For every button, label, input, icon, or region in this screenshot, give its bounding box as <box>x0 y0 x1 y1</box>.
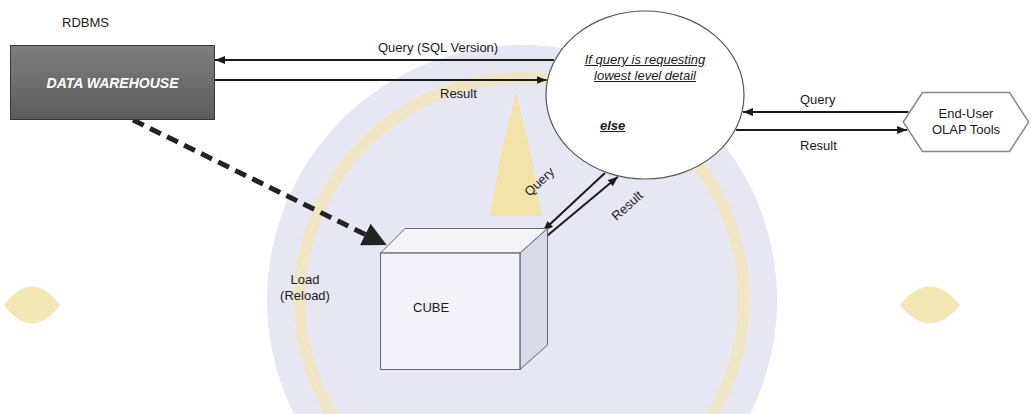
flow-arrow <box>546 177 618 237</box>
flow-arrow <box>215 59 554 61</box>
flow-label: Query <box>800 92 835 107</box>
tool-label: End-User OLAP Tools <box>926 106 1006 138</box>
flow-label: Result <box>800 138 837 153</box>
system-heading: RDBMS <box>10 14 215 32</box>
cube-label: CUBE <box>413 300 449 316</box>
cube-face <box>381 229 548 254</box>
flow-arrow <box>543 173 605 231</box>
label-holder: Result <box>440 86 477 102</box>
flow-label: Load (Reload) <box>268 272 342 304</box>
warehouse-box: DATA WAREHOUSE <box>10 45 215 120</box>
watermark-ornament <box>900 287 960 324</box>
else-text: else <box>600 118 625 134</box>
load-arrow <box>133 120 387 245</box>
box-label: DATA WAREHOUSE <box>47 75 179 91</box>
ellipse-outline <box>546 11 744 179</box>
label-holder: Load (Reload) <box>268 272 342 304</box>
decision-ellipse: If query is requesting lowest level deta… <box>545 10 745 180</box>
ellipse-outline <box>545 10 745 180</box>
watermark-spire <box>490 92 542 216</box>
cube-face <box>520 229 548 370</box>
warehouse-node: RDBMS DATA WAREHOUSE <box>10 14 215 120</box>
condition-text: If query is requesting lowest level deta… <box>565 52 725 84</box>
flow-arrow <box>736 129 907 131</box>
data-cube: CUBE <box>380 228 548 370</box>
label-holder: Query <box>800 92 835 108</box>
label-holder: Query (SQL Version) <box>378 40 498 56</box>
watermark-ornament <box>4 287 60 324</box>
flow-label: Result <box>440 86 477 101</box>
cube-face <box>381 253 521 370</box>
cube-outline <box>380 228 548 370</box>
label-holder: Result <box>800 138 837 154</box>
flow-arrow <box>743 111 908 113</box>
flow-label: Query (SQL Version) <box>378 40 498 55</box>
hexagon-outline <box>903 93 1028 152</box>
flow-arrow <box>215 79 547 81</box>
tool-hexagon: End-User OLAP Tools <box>902 92 1030 152</box>
